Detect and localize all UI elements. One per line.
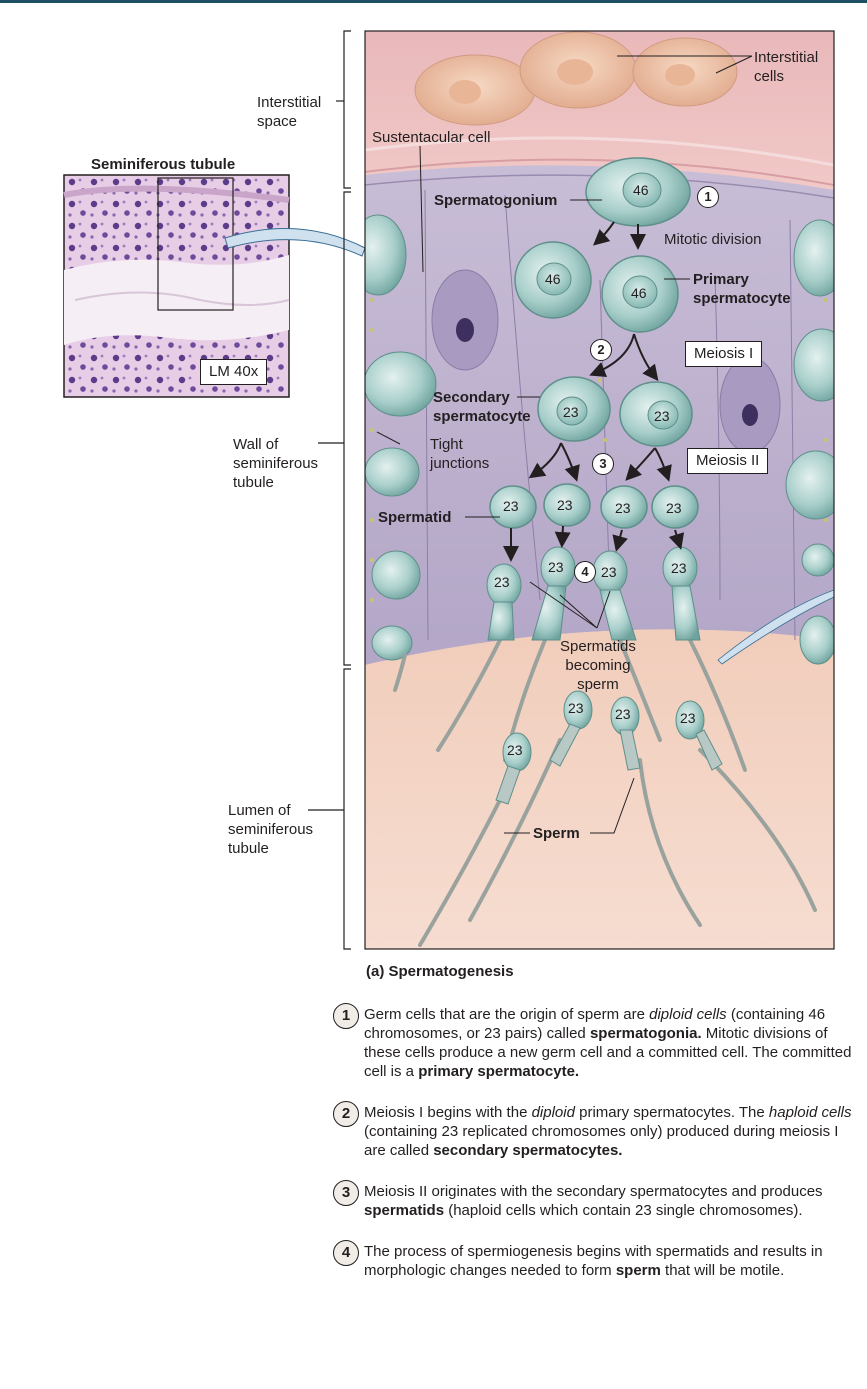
note-text: Germ cells that are the origin of sperm … bbox=[364, 1006, 650, 1023]
meiosis-1-label: Meiosis I bbox=[685, 341, 763, 367]
count-daughter: 46 bbox=[545, 271, 561, 287]
step-number: 3 bbox=[333, 1180, 359, 1206]
illustration bbox=[63, 30, 835, 950]
count-spermatid: 23 bbox=[557, 497, 573, 513]
step-number: 4 bbox=[333, 1240, 359, 1266]
note-bold: primary spermatocyte. bbox=[418, 1063, 580, 1080]
tubule-panel bbox=[365, 31, 834, 949]
zoom-arrow bbox=[224, 228, 366, 257]
sperm-label: Sperm bbox=[533, 825, 580, 842]
note-text: (haploid cells which contain 23 single c… bbox=[444, 1202, 803, 1219]
note-text: Mitotic divisions of these cells produce… bbox=[364, 1025, 852, 1080]
step-notes: 1 Germ cells that are the origin of sper… bbox=[333, 1003, 863, 1302]
step-note: 2 Meiosis I begins with the diploid prim… bbox=[333, 1101, 863, 1160]
count-spermatid: 23 bbox=[615, 500, 631, 516]
note-text: Meiosis II originates with the secondary… bbox=[364, 1183, 823, 1200]
secondary-spermatocyte-label: Secondary spermatocyte bbox=[433, 389, 531, 425]
top-accent-bar bbox=[0, 0, 867, 3]
step-marker: 1 bbox=[697, 186, 719, 208]
spermatid-label: Spermatid bbox=[378, 509, 452, 526]
count-secondary: 23 bbox=[563, 404, 579, 420]
note-italic: diploid bbox=[531, 1104, 575, 1121]
step-number: 1 bbox=[333, 1003, 359, 1029]
step-number: 2 bbox=[333, 1101, 359, 1127]
count-spermatid: 23 bbox=[666, 500, 682, 516]
step-marker: 4 bbox=[574, 561, 596, 583]
count-primary: 46 bbox=[631, 285, 647, 301]
interstitial-cells-label: Interstitial cells bbox=[754, 49, 819, 85]
count-sperm: 23 bbox=[568, 700, 584, 716]
count-sperm: 23 bbox=[507, 742, 523, 758]
count-developing: 23 bbox=[494, 574, 510, 590]
wall-label: Wall of seminiferous tubule bbox=[233, 436, 319, 491]
figure-caption: (a) Spermatogenesis bbox=[366, 963, 514, 980]
note-text: Meiosis I begins with the bbox=[364, 1104, 532, 1121]
count-developing: 23 bbox=[671, 560, 687, 576]
note-bold: spermatogonia. bbox=[589, 1025, 702, 1042]
count-spermatogonium: 46 bbox=[633, 182, 649, 198]
count-developing: 23 bbox=[601, 564, 617, 580]
interstitial-space-label: Interstitial space bbox=[257, 94, 322, 130]
note-text: (containing 23 replicated chromosomes on… bbox=[364, 1123, 839, 1159]
leader-lines bbox=[376, 55, 753, 834]
count-spermatid: 23 bbox=[503, 498, 519, 514]
micrograph-title: Seminiferous tubule bbox=[91, 156, 236, 173]
note-italic: diploid cells bbox=[649, 1006, 727, 1023]
count-developing: 23 bbox=[548, 559, 564, 575]
sustentacular-cell-label: Sustentacular cell bbox=[372, 129, 491, 146]
primary-spermatocyte-label: Primary spermatocyte bbox=[693, 271, 791, 307]
mitotic-division-label: Mitotic division bbox=[664, 231, 762, 248]
meiosis-2-label: Meiosis II bbox=[687, 448, 769, 474]
step-marker: 2 bbox=[590, 339, 612, 361]
tight-junctions-label: Tight junctions bbox=[430, 436, 490, 472]
step-note: 4 The process of spermiogenesis begins w… bbox=[333, 1240, 863, 1280]
region-brackets bbox=[308, 30, 351, 950]
step-note: 3 Meiosis II originates with the seconda… bbox=[333, 1180, 863, 1220]
note-text: that will be motile. bbox=[660, 1262, 785, 1279]
step-marker: 3 bbox=[592, 453, 614, 475]
spermatogonium-label: Spermatogonium bbox=[434, 192, 558, 209]
note-text: primary spermatocytes. The bbox=[574, 1104, 769, 1121]
note-bold: spermatids bbox=[364, 1202, 445, 1219]
note-bold: sperm bbox=[615, 1262, 661, 1279]
note-text: (containing 46 chromosomes, or 23 pairs)… bbox=[364, 1006, 826, 1042]
step-note: 1 Germ cells that are the origin of sper… bbox=[333, 1003, 863, 1081]
count-sperm: 23 bbox=[680, 710, 696, 726]
lumen-label: Lumen of seminiferous tubule bbox=[228, 802, 314, 857]
note-text: The process of spermiogenesis begins wit… bbox=[364, 1243, 823, 1279]
note-bold: secondary spermatocytes. bbox=[433, 1142, 623, 1159]
count-secondary: 23 bbox=[654, 408, 670, 424]
count-sperm: 23 bbox=[615, 706, 631, 722]
spermatids-becoming-sperm-label: Spermatids becoming sperm bbox=[560, 638, 636, 693]
note-italic: haploid cells bbox=[768, 1104, 852, 1121]
magnification-label: LM 40x bbox=[200, 359, 268, 385]
